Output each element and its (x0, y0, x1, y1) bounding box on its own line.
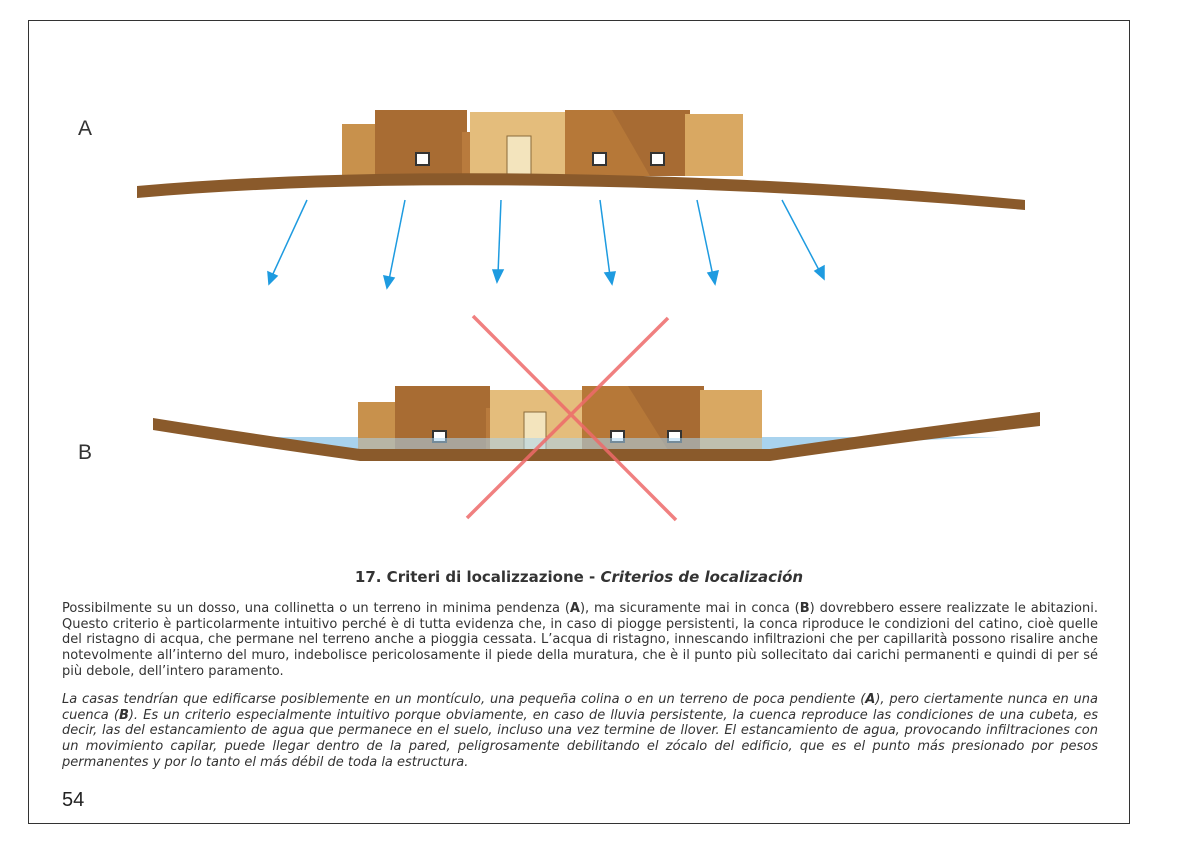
figure-label-b: B (78, 441, 93, 464)
ref-b: B (799, 601, 810, 616)
arrow (781, 199, 821, 273)
arrow-head (706, 270, 719, 286)
text-run: La casas tendrían que edificarse posible… (62, 692, 866, 707)
house-shadow (612, 110, 690, 176)
water-overlay (358, 438, 764, 450)
arrow-head (382, 275, 396, 290)
water-runoff-arrows (267, 199, 825, 290)
cross-line (465, 316, 670, 520)
text-run: ), ma sicuramente mai in conca ( (579, 601, 800, 616)
page-number: 54 (62, 789, 85, 811)
house-group-a (342, 110, 743, 177)
scenario-b (153, 314, 1040, 522)
arrow (696, 199, 714, 277)
wrong-cross (465, 314, 678, 522)
window (650, 152, 665, 166)
scenario-a (137, 110, 1025, 290)
window (592, 152, 607, 166)
figure-label-a: A (78, 117, 93, 140)
ground-a (137, 173, 1025, 210)
ref-a: A (865, 692, 876, 707)
text-run: ) dovrebbero essere realizzate le abitaz… (62, 601, 1098, 679)
arrow (497, 199, 502, 275)
house-shadow (628, 386, 704, 450)
ground-b (153, 412, 1040, 461)
house-block (375, 110, 467, 176)
text-run: Possibilmente su un dosso, una collinett… (62, 601, 570, 616)
arrow (388, 199, 406, 281)
illustration (137, 110, 1040, 522)
arrow (271, 199, 308, 277)
window (415, 152, 430, 166)
arrow (599, 199, 611, 277)
ref-a: A (569, 601, 580, 616)
figure-caption: 17. Criteri di localizzazione - Criterio… (0, 568, 1158, 586)
paragraph-spanish: La casas tendrían que edificarse posible… (62, 692, 1098, 771)
door (506, 135, 532, 177)
paragraph-italian: Possibilmente su un dosso, una collinett… (62, 601, 1098, 680)
ref-b: B (118, 707, 129, 723)
arrow-head (603, 271, 616, 286)
caption-number-title: 17. Criteri di localizzazione - (354, 568, 601, 586)
arrow-head (267, 270, 279, 286)
cross-line (471, 314, 678, 522)
text-run: ). Es un criterio especialmente intuitiv… (62, 707, 1098, 770)
caption-title-es: Criterios de localización (600, 568, 804, 586)
house-block (685, 114, 743, 176)
page-frame (28, 20, 1130, 824)
text-run: ), pero ciertamente nunca en una cuenca … (62, 692, 1098, 723)
arrow-head (491, 269, 505, 284)
arrow-head (813, 264, 825, 281)
